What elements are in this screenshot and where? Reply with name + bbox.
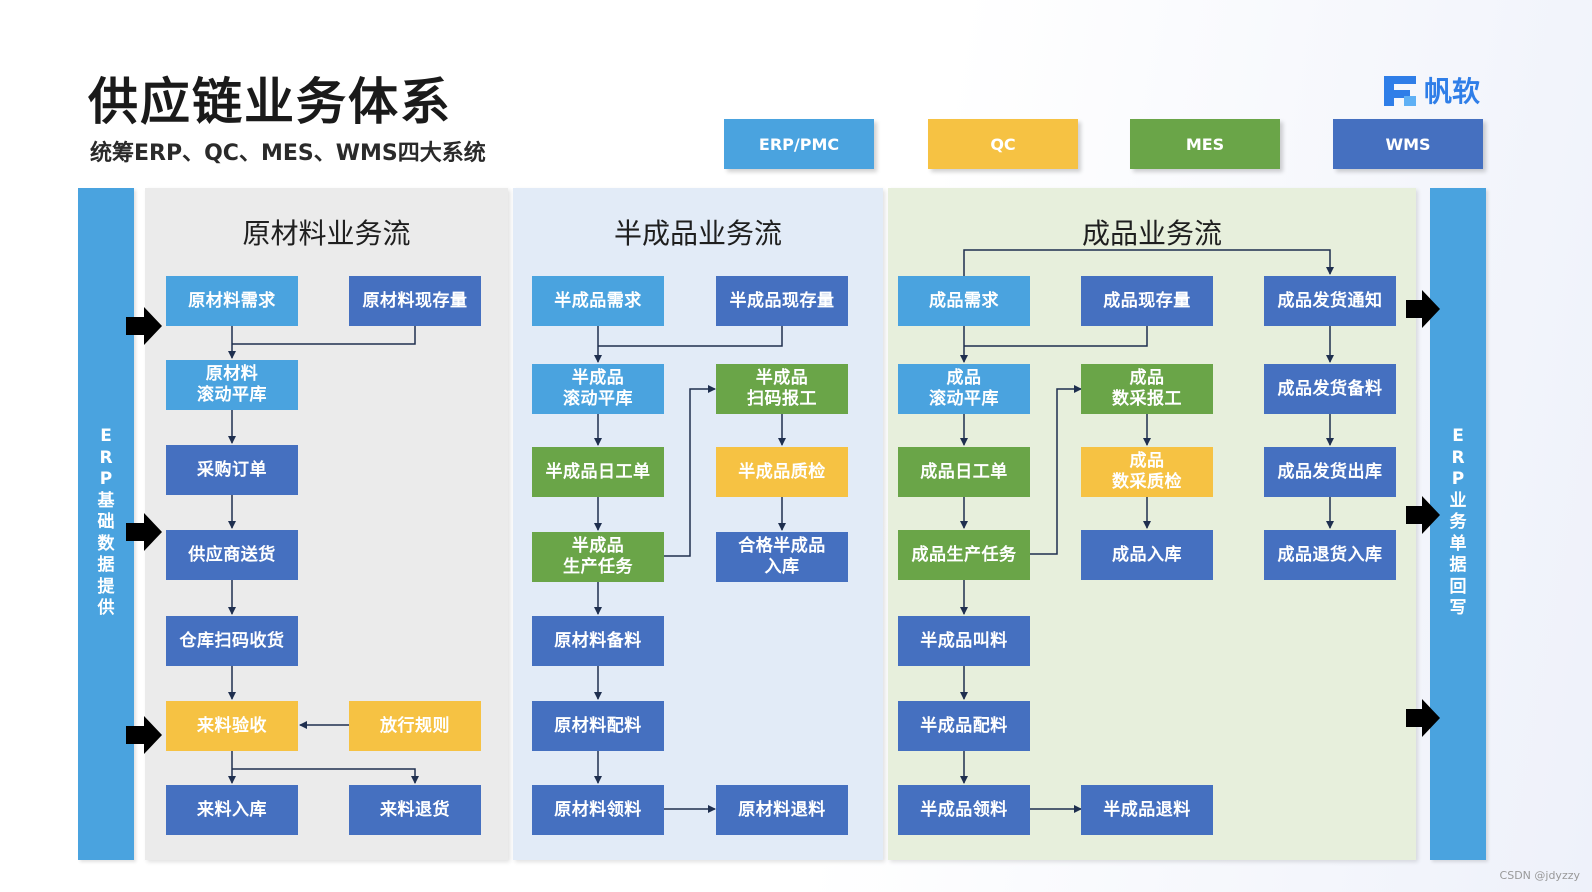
fin-collect-qc-node: 成品 数采质检 [1081,447,1213,497]
fin-semi-call-node: 半成品叫料 [898,616,1030,666]
semi-qc-node: 半成品质检 [716,447,848,497]
semi-pick-node: 原材料领料 [532,785,664,835]
fin-ship-out-node: 成品发货出库 [1264,447,1396,497]
fin-stock-node: 成品现存量 [1081,276,1213,326]
fin-rolling-node: 成品 滚动平库 [898,364,1030,414]
legend-erp-pmc: ERP/PMC [724,119,874,169]
raw-inspect-to-return-arrow [232,768,419,784]
fin-return-in-node: 成品退货入库 [1264,530,1396,580]
semi-qualified-node: 合格半成品 入库 [716,532,848,582]
legend-qc: QC [928,119,1078,169]
semi-daily-node: 半成品日工单 [532,447,664,497]
semi-prep-node: 原材料备料 [532,616,664,666]
fin-demand-node: 成品需求 [898,276,1030,326]
finished-panel-title: 成品业务流 [1081,217,1222,250]
fin-stock-join-line [964,326,1148,347]
page-title: 供应链业务体系 [88,73,452,131]
raw-demand-node: 原材料需求 [166,276,298,326]
left-big-arrow-3 [126,716,162,754]
raw-rolling-node: 原材料 滚动平库 [166,360,298,410]
left-erp-bar: ERP基础数据提供 [78,188,134,860]
right-big-arrow-3 [1406,699,1440,737]
semi-scan-report-node: 半成品 扫码报工 [716,364,848,414]
semi-task-to-scan-report-arrow [663,385,716,557]
fin-instock-node: 成品入库 [1081,530,1213,580]
fin-semi-pick-node: 半成品领料 [898,785,1030,835]
semi-panel-title: 半成品业务流 [613,217,782,250]
fin-daily-node: 成品日工单 [898,447,1030,497]
semi-stock-join-line [598,326,783,347]
raw-rule-node: 放行规则 [349,701,481,751]
raw-supplier-node: 供应商送货 [166,530,298,580]
right-erp-bar-label: ERP业务单据回写 [1449,426,1467,618]
left-big-arrow-1 [126,307,162,345]
semi-stock-node: 半成品现存量 [716,276,848,326]
raw-return-node: 来料退货 [349,785,481,835]
raw-stock-node: 原材料现存量 [349,276,481,326]
raw-stock-join-line [232,326,416,345]
fin-semi-match-node: 半成品配料 [898,701,1030,751]
watermark: CSDN @jdyzzy [1499,869,1580,882]
raw-inspect-node: 来料验收 [166,701,298,751]
raw-instock-node: 来料入库 [166,785,298,835]
fin-collect-report-node: 成品 数采报工 [1081,364,1213,414]
raw-scan-node: 仓库扫码收货 [166,616,298,666]
raw-po-node: 采购订单 [166,445,298,495]
brand-name: 帆软 [1424,75,1481,108]
brand-mark-icon [1384,76,1416,106]
fin-task-to-collect-report-arrow [1030,385,1082,555]
brand-logo: 帆软 [1380,70,1500,110]
legend-wms: WMS [1333,119,1483,169]
right-erp-bar: ERP业务单据回写 [1430,188,1486,860]
left-erp-bar-label: ERP基础数据提供 [97,426,115,618]
left-big-arrow-2 [126,513,162,551]
fin-ship-notice-node: 成品发货通知 [1264,276,1396,326]
fin-task-node: 成品生产任务 [898,530,1030,580]
semi-match-node: 原材料配料 [532,701,664,751]
semi-demand-node: 半成品需求 [532,276,664,326]
semi-task-node: 半成品 生产任务 [532,532,664,582]
semi-return-node: 原材料退料 [716,785,848,835]
semi-rolling-node: 半成品 滚动平库 [532,364,664,414]
page-subtitle: 统筹ERP、QC、MES、WMS四大系统 [90,141,486,166]
raw-panel-title: 原材料业务流 [242,217,411,250]
fin-ship-prep-node: 成品发货备料 [1264,364,1396,414]
fin-semi-return-node: 半成品退料 [1081,785,1213,835]
fin-demand-to-ship-notice-arrow [963,249,1334,276]
right-big-arrow-1 [1406,290,1440,328]
right-big-arrow-2 [1406,496,1440,534]
legend-mes: MES [1130,119,1280,169]
